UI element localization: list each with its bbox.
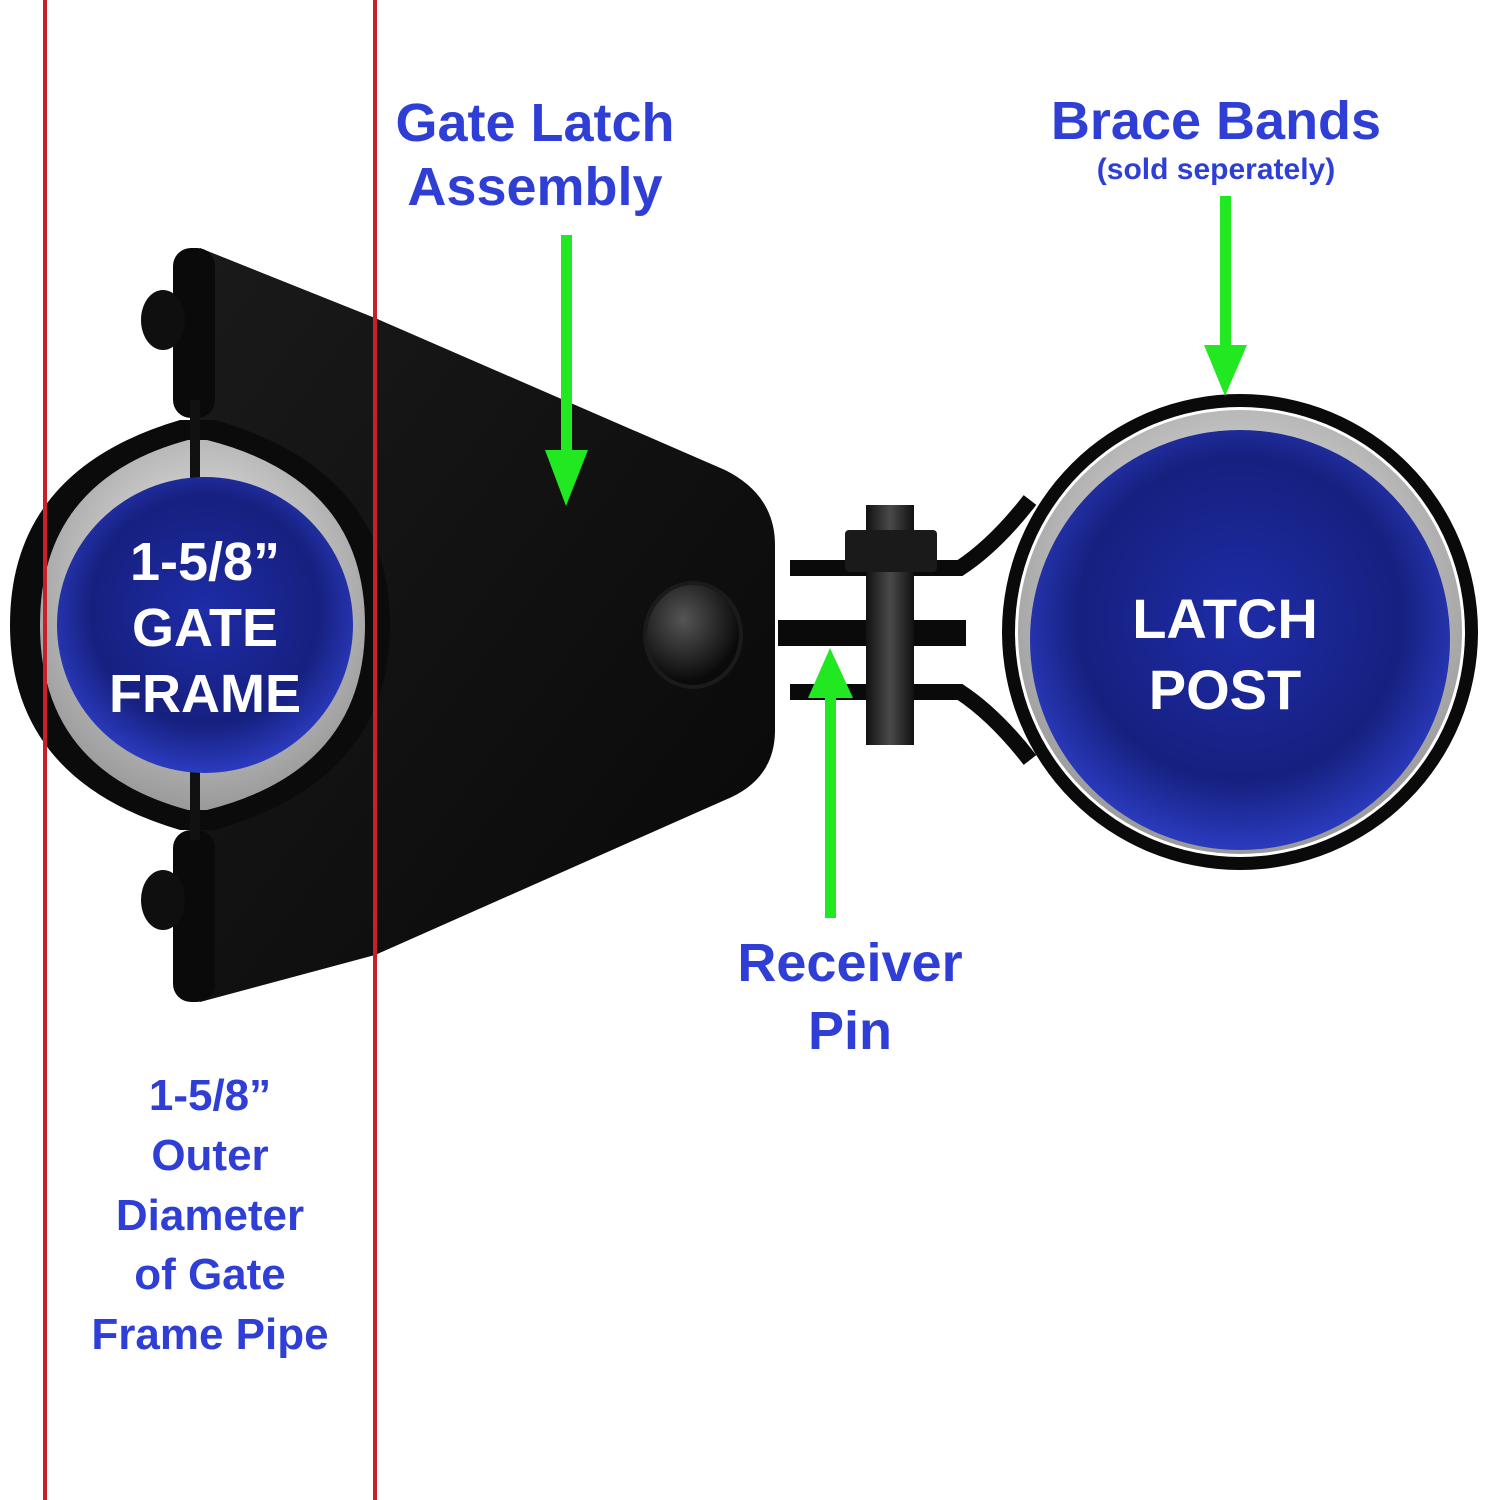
- latch-post-line2: POST: [1148, 657, 1302, 721]
- latch-plate: [200, 248, 775, 1002]
- brace-bands-title: Brace Bands: [1050, 91, 1382, 151]
- plate-bolt: [643, 581, 743, 689]
- gate-frame-text: 1-5/8” GATE FRAME: [85, 530, 325, 728]
- receiver-pin-arrow: [808, 648, 853, 918]
- outer-diameter-line4: of Gate: [134, 1250, 286, 1300]
- latch-post-pipe: [1030, 430, 1450, 850]
- gate-frame-line2: GATE: [132, 597, 278, 658]
- gate-latch-arrow: [545, 235, 588, 506]
- outer-diameter-line3: Diameter: [115, 1190, 305, 1240]
- gate-frame-line1: 1-5/8”: [129, 532, 281, 592]
- gate-frame-pipe: [57, 477, 353, 773]
- brace-bands-note: (sold seperately): [1096, 152, 1336, 186]
- brace-bands-arrow: [1204, 196, 1247, 396]
- gate-latch-label-line2: Assembly: [407, 156, 663, 217]
- brace-bands-label: Brace Bands (sold seperately): [1035, 90, 1397, 185]
- receiver-bolt: [845, 505, 937, 745]
- outer-diameter-line1: 1-5/8”: [148, 1071, 272, 1120]
- outer-diameter-line2: Outer: [151, 1130, 269, 1180]
- outer-diameter-line5: Frame Pipe: [91, 1310, 329, 1360]
- gate-latch-label: Gate Latch Assembly: [385, 92, 685, 219]
- gate-frame-line3: FRAME: [109, 663, 301, 724]
- latch-post-line1: LATCH: [1132, 587, 1318, 650]
- receiver-pin-label-line1: Receiver: [737, 933, 963, 993]
- receiver-pin-label: Receiver Pin: [710, 930, 990, 1065]
- receiver-pin-label-line2: Pin: [807, 1000, 892, 1061]
- outer-diameter-label: 1-5/8” Outer Diameter of Gate Frame Pipe: [60, 1066, 360, 1365]
- gate-latch-label-line1: Gate Latch: [395, 93, 675, 153]
- latch-post-text: LATCH POST: [1100, 584, 1350, 725]
